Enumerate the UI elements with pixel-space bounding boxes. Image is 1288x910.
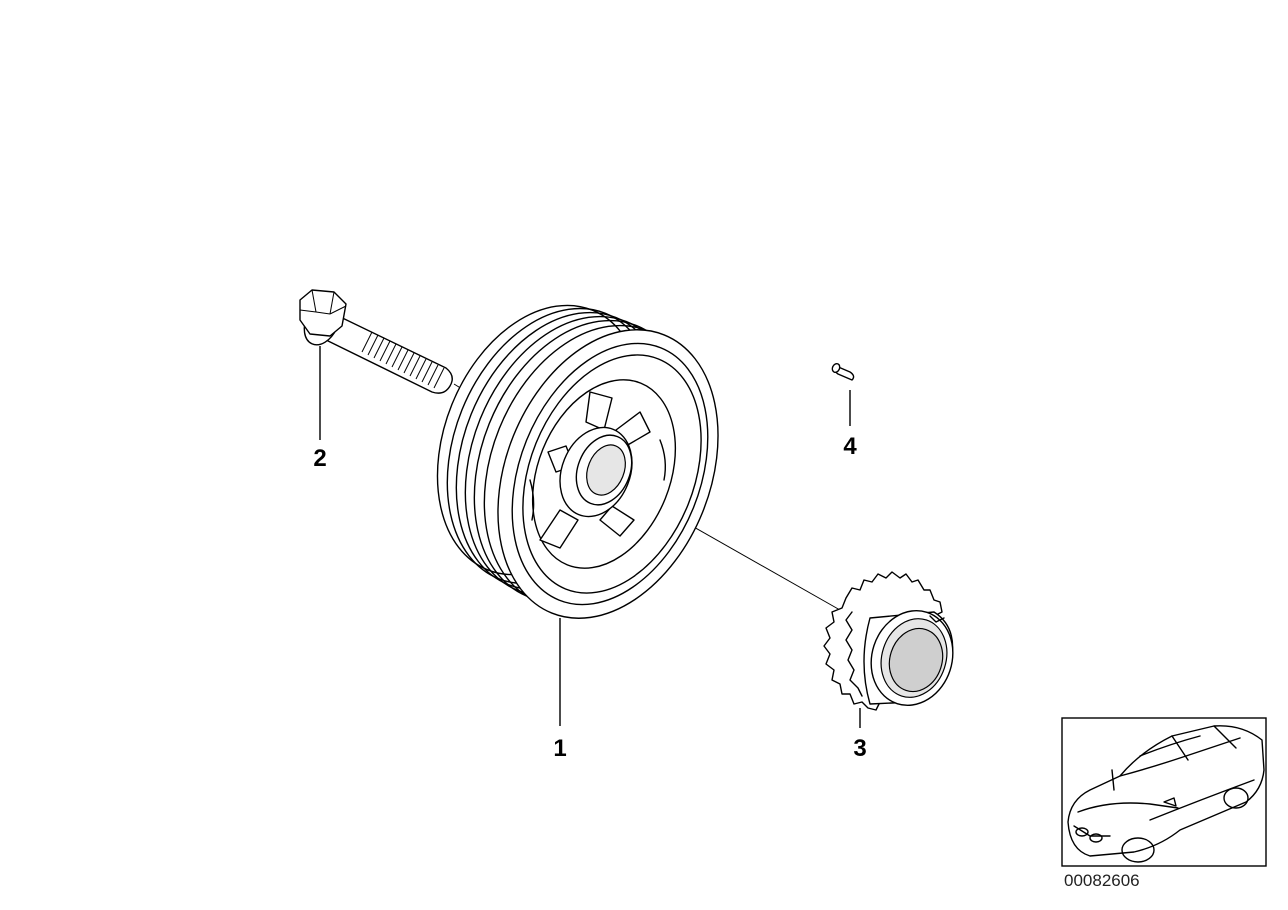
bolt-thread: [361, 331, 445, 389]
vehicle-thumbnail: [1061, 717, 1267, 867]
part-2-bolt[interactable]: [297, 289, 453, 394]
callout-4[interactable]: 4: [843, 433, 857, 460]
callout-3[interactable]: 3: [853, 735, 866, 762]
part-3-sprocket[interactable]: [823, 571, 965, 716]
car-silhouette-icon: [1067, 725, 1265, 863]
document-number: 00082606: [1064, 871, 1140, 890]
callout-1[interactable]: 1: [553, 735, 566, 762]
part-1-pulley[interactable]: [399, 275, 758, 652]
part-4-pin[interactable]: [831, 362, 855, 381]
sprocket-teeth: [845, 611, 863, 697]
callout-2[interactable]: 2: [313, 445, 326, 472]
